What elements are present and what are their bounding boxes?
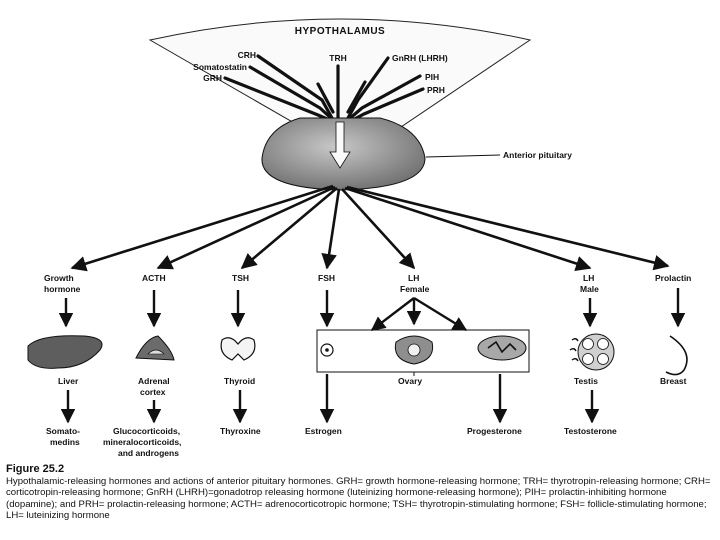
breast-icon bbox=[665, 335, 688, 376]
product-somatomedins-line2: medins bbox=[50, 437, 80, 447]
product-somatomedins-line1: Somato- bbox=[46, 426, 80, 436]
fan-arrows bbox=[70, 184, 670, 272]
label-grh: GRH bbox=[203, 73, 222, 83]
antrum-icon bbox=[407, 343, 421, 357]
label-gnrh: GnRH (LHRH) bbox=[392, 53, 448, 63]
figure-caption: Figure 25.2 Hypothalamic-releasing hormo… bbox=[6, 463, 718, 522]
corpus-luteum-detail-icon bbox=[487, 340, 517, 354]
product-adrenal-line3: and androgens bbox=[118, 448, 179, 458]
target-prolactin: Prolactin bbox=[655, 273, 691, 283]
target-lh-male-line1: LH bbox=[583, 273, 594, 283]
testis-icon bbox=[577, 333, 615, 371]
adrenal-medulla-icon bbox=[147, 349, 165, 355]
organ-adrenal-line1: Adrenal bbox=[138, 376, 170, 386]
hypothalamus-title: HYPOTHALAMUS bbox=[295, 26, 385, 37]
pituitary-label: Anterior pituitary bbox=[503, 150, 572, 160]
product-estrogen: Estrogen bbox=[305, 426, 342, 436]
label-pih: PIH bbox=[425, 72, 439, 82]
product-arrows bbox=[60, 374, 600, 424]
target-tsh: TSH bbox=[232, 273, 249, 283]
liver-icon bbox=[27, 335, 103, 369]
label-crh: CRH bbox=[238, 50, 256, 60]
label-prh: PRH bbox=[427, 85, 445, 95]
sperm-icon bbox=[569, 338, 579, 362]
adrenal-icon bbox=[135, 335, 175, 361]
caption-line-2: hormone; TRH= thyrotropin-releasing horm… bbox=[6, 475, 711, 499]
product-adrenal-line1: Glucocorticoids, bbox=[113, 426, 180, 436]
label-somatostatin: Somatostatin bbox=[193, 62, 247, 72]
organ-adrenal-line2: cortex bbox=[140, 387, 166, 397]
target-growth-hormone-line2: hormone bbox=[44, 284, 81, 294]
pituitary-pointer-line bbox=[425, 154, 501, 158]
figure-number: Figure 25.2 bbox=[6, 463, 65, 475]
organ-testis: Testis bbox=[574, 376, 598, 386]
caption-line-1: Hypothalamic-releasing hormones and acti… bbox=[6, 475, 478, 487]
product-adrenal-line2: mineralocorticoids, bbox=[103, 437, 181, 447]
oocyte-icon bbox=[325, 348, 329, 352]
pituitary-stalk-arrow bbox=[329, 121, 351, 169]
target-lh-female-line2: Female bbox=[400, 284, 430, 294]
caption-line-4: and PRH= prolactin-releasing hormone; AC… bbox=[59, 498, 515, 510]
thyroid-icon bbox=[220, 337, 256, 361]
caption-line-5: hormone; FSH= follicle-stimulating hormo… bbox=[6, 498, 707, 522]
corpus-luteum-icon bbox=[477, 335, 527, 361]
organ-arrows bbox=[58, 288, 686, 332]
hypothalamus-region bbox=[148, 18, 532, 159]
neuron-tracts bbox=[223, 54, 425, 124]
target-lh-female-line1: LH bbox=[408, 273, 419, 283]
target-lh-male-line2: Male bbox=[580, 284, 599, 294]
ovary-box bbox=[316, 329, 530, 373]
target-acth: ACTH bbox=[142, 273, 166, 283]
product-testosterone: Testosterone bbox=[564, 426, 617, 436]
product-progesterone: Progesterone bbox=[467, 426, 522, 436]
caption-line-3: releasing hormone (luteinizing hormone-r… bbox=[6, 487, 667, 510]
organ-ovary: Ovary bbox=[398, 376, 422, 386]
organ-liver: Liver bbox=[58, 376, 79, 386]
target-growth-hormone-line1: Growth bbox=[44, 273, 74, 283]
product-thyroxine: Thyroxine bbox=[220, 426, 261, 436]
organ-breast: Breast bbox=[660, 376, 687, 386]
organ-thyroid: Thyroid bbox=[224, 376, 255, 386]
label-trh: TRH bbox=[329, 53, 346, 63]
target-fsh: FSH bbox=[318, 273, 335, 283]
